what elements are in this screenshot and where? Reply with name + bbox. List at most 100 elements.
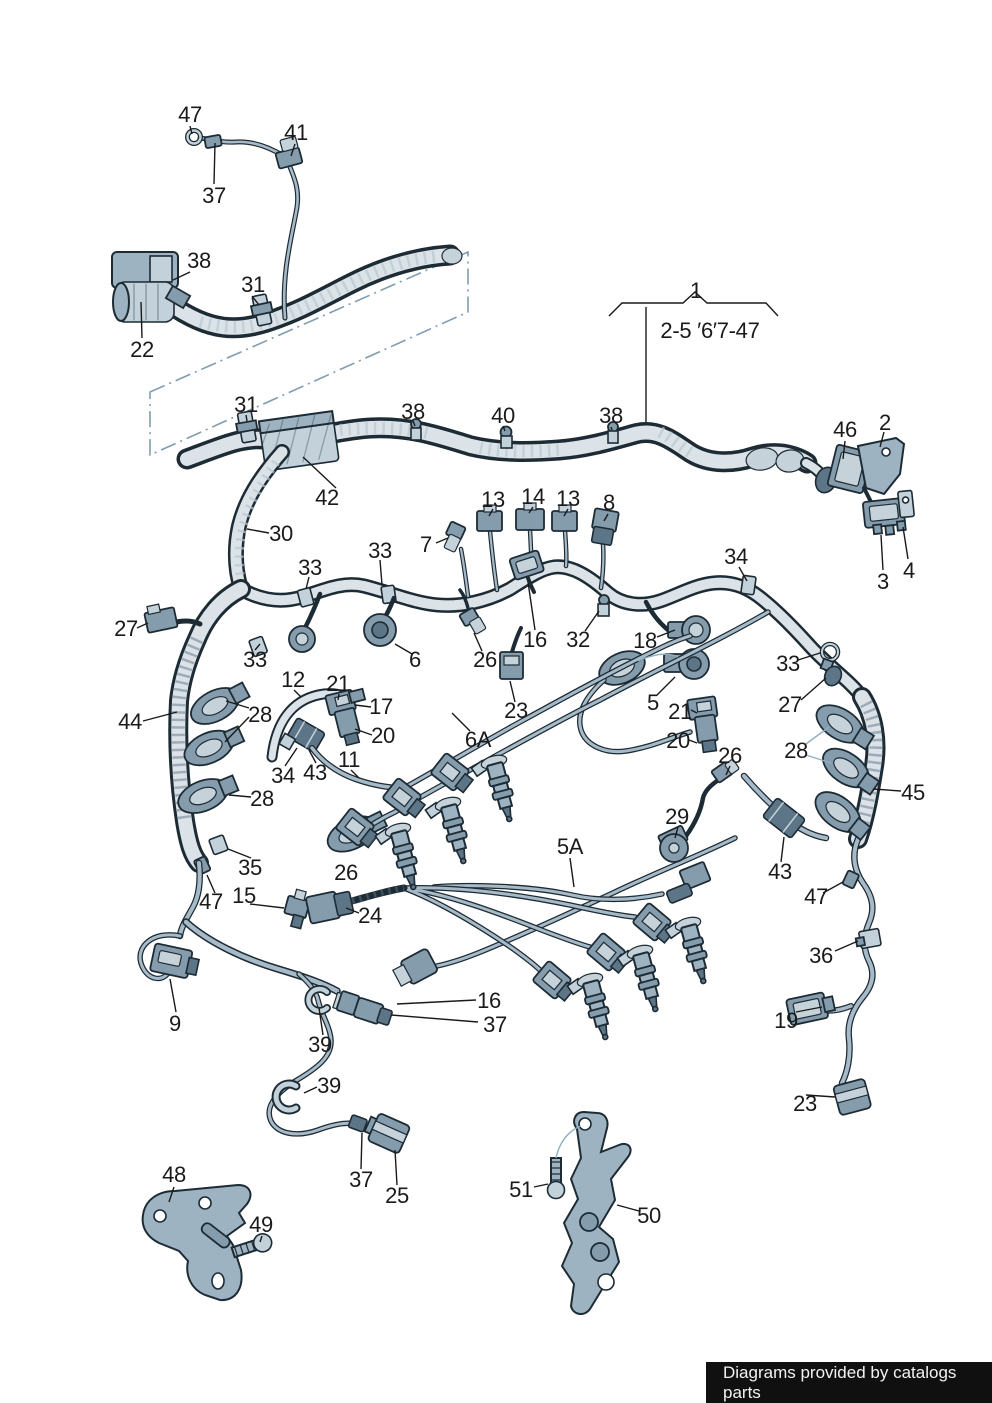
part-label: 51	[509, 1177, 533, 1202]
part-label: 33	[776, 651, 800, 676]
screw-51	[546, 1157, 566, 1200]
part-label: 22	[130, 337, 154, 362]
sensor-16-37	[332, 990, 393, 1026]
connector-13	[476, 504, 503, 532]
part-label: 15	[232, 883, 256, 908]
part-label: 23	[793, 1091, 817, 1116]
knock-sensor-29	[657, 776, 723, 863]
part-label: 47	[199, 889, 223, 914]
part-label: 19	[774, 1008, 798, 1033]
part-label: 41	[284, 120, 308, 145]
part-label: 34	[724, 544, 748, 569]
part-label: 2-5 ′6′7-47	[660, 318, 760, 343]
connector-19	[785, 991, 837, 1026]
part-label: 13	[481, 487, 505, 512]
part-label: 5A	[556, 834, 584, 859]
wiring-5a	[305, 835, 738, 1006]
part-label: 21	[326, 671, 350, 696]
part-label: 28	[248, 702, 272, 727]
sleeve-37-bottom	[347, 1114, 368, 1133]
bottom-left-branch	[137, 859, 411, 1154]
part-label: 20	[371, 723, 395, 748]
connector-16-top	[508, 549, 545, 594]
part-label: 31	[234, 392, 258, 417]
part-label: 2	[879, 410, 891, 435]
part-label: 12	[281, 667, 305, 692]
connector-21-20-right	[686, 695, 719, 754]
tape-junction-43-right	[762, 797, 806, 839]
part-label: 39	[317, 1073, 341, 1098]
clip-36	[854, 927, 882, 950]
part-label: 33	[243, 647, 267, 672]
battery-cable-assembly	[111, 128, 463, 339]
part-label: 27	[114, 616, 138, 641]
clip-38-housing	[164, 284, 192, 310]
part-label: 13	[556, 486, 580, 511]
clip-38-right	[607, 421, 619, 444]
part-label: 26	[718, 743, 742, 768]
part-label: 27	[778, 692, 802, 717]
part-label: 34	[271, 763, 295, 788]
part-label: 20	[666, 728, 690, 753]
part-label: 32	[566, 627, 590, 652]
part-label: 24	[358, 903, 382, 928]
part-label: 26	[334, 860, 358, 885]
bracket-50	[560, 1110, 632, 1315]
part-label: 40	[491, 403, 515, 428]
connector-14	[515, 502, 545, 531]
part-label: 37	[483, 1012, 507, 1037]
part-label: 21	[668, 699, 692, 724]
clip-39-upper	[304, 985, 331, 1015]
sensor-26-mid	[458, 588, 487, 635]
sensor-7	[443, 520, 467, 553]
part-label: 42	[315, 485, 339, 510]
wiring-6a	[309, 609, 771, 853]
bracket-48	[141, 1183, 252, 1302]
connector-13	[551, 504, 578, 532]
bracket-4	[897, 489, 915, 519]
connector-27	[143, 603, 179, 634]
screw-49	[230, 1233, 273, 1259]
part-label: 28	[250, 786, 274, 811]
clip-40	[499, 425, 513, 449]
part-label: 25	[385, 1183, 409, 1208]
connector-23-mid	[499, 626, 524, 680]
part-label: 44	[118, 709, 142, 734]
main-harness	[137, 409, 915, 1154]
clip-33	[296, 587, 315, 608]
part-label: 43	[768, 859, 792, 884]
connector-12	[288, 591, 323, 653]
part-label: 36	[809, 943, 833, 968]
connector-9	[149, 942, 201, 979]
round-connector-5a	[392, 948, 438, 987]
footer-text: Diagrams provided by catalogs parts	[723, 1362, 957, 1402]
part-label: 38	[401, 399, 425, 424]
ring-terminal-47	[185, 128, 203, 146]
part-label: 7	[420, 532, 432, 557]
part-label: 11	[337, 747, 361, 772]
clip-47-right	[841, 869, 860, 890]
part-label: 16	[523, 627, 547, 652]
part-label: 5	[647, 690, 659, 715]
part-label: 33	[298, 555, 322, 580]
part-label: 50	[637, 1203, 661, 1228]
part-label: 33	[368, 538, 392, 563]
part-label: 9	[169, 1011, 181, 1036]
part-label: 8	[603, 490, 615, 515]
part-label: 48	[162, 1162, 186, 1187]
connector-22	[111, 251, 192, 323]
part-label: 3	[877, 569, 889, 594]
part-label: 47	[804, 884, 828, 909]
part-label: 4	[903, 558, 915, 583]
part-label: 29	[665, 804, 689, 829]
tube-end-cap	[441, 247, 463, 265]
boundary-dashdot	[149, 250, 469, 457]
part-label: 31	[241, 272, 265, 297]
connector-8	[590, 507, 620, 546]
clip-34	[740, 574, 757, 596]
connector-23-bottom	[832, 1078, 872, 1116]
part-label: 49	[249, 1212, 273, 1237]
